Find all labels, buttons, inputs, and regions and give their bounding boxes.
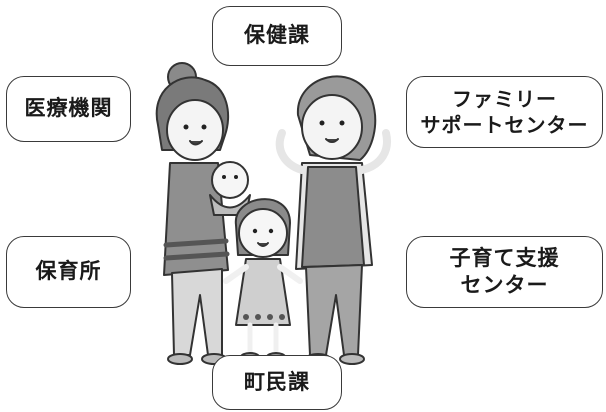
mother-figure	[155, 62, 230, 365]
node-chomin-ka: 町民課	[212, 355, 342, 410]
node-family-support-line1: ファミリー	[452, 87, 557, 111]
node-iryo-kikan: 医療機関	[6, 76, 131, 142]
child-figure	[223, 198, 303, 362]
node-kosodate-shien-center: 子育て支援 センター	[406, 236, 603, 308]
node-hoken-ka-label: 保健課	[244, 23, 310, 48]
node-family-support-center: ファミリー サポートセンター	[406, 76, 603, 148]
father-figure	[275, 75, 391, 365]
node-chomin-ka-label: 町民課	[244, 369, 310, 394]
node-hoikusho-label: 保育所	[35, 259, 102, 284]
node-iryo-kikan-label: 医療機関	[24, 96, 113, 121]
node-kosodate-line2: センター	[460, 273, 549, 297]
node-family-support-line2: サポートセンター	[420, 113, 589, 137]
node-kosodate-line1: 子育て支援	[449, 245, 560, 270]
node-hoikusho: 保育所	[6, 236, 131, 308]
family-illustration	[155, 62, 391, 365]
node-hoken-ka: 保健課	[212, 6, 342, 66]
